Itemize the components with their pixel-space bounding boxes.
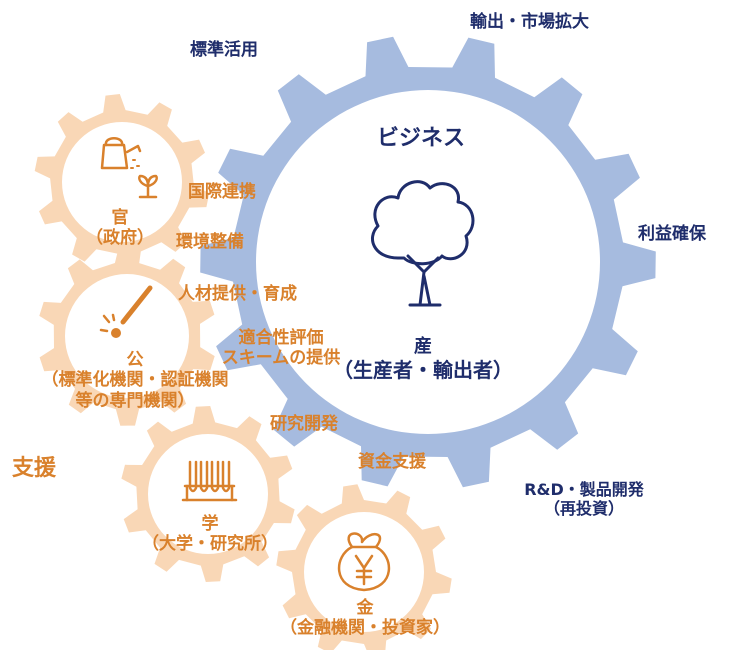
- tree-icon: [371, 180, 475, 307]
- gov-gear: [34, 94, 210, 270]
- producer-subtitle: （生産者・輸出者）: [333, 357, 513, 382]
- public-subtitle-2: 等の専門機関）: [75, 390, 195, 411]
- gov-label: 官 （政府）: [75, 208, 165, 249]
- standard-use-label: 標準活用: [190, 40, 258, 60]
- international-coop-label: 国際連携: [188, 182, 256, 202]
- conformity-label: 適合性評価 スキームの提供: [206, 328, 356, 369]
- export-label: 輸出・市場拡大: [470, 12, 589, 32]
- money-bag-icon: [337, 532, 391, 592]
- wand-icon: [99, 285, 153, 338]
- rd-subtitle: （再投資）: [543, 499, 624, 519]
- public-gear: [39, 246, 215, 426]
- gov-subtitle: （政府）: [86, 228, 154, 249]
- business-title: ビジネス: [377, 126, 466, 151]
- test-tubes-icon: [181, 460, 238, 502]
- finance-gear: [276, 484, 452, 650]
- conformity-title: 適合性評価: [238, 328, 324, 348]
- academia-label: 学 （大学・研究所）: [120, 514, 300, 555]
- human-resources-label: 人材提供・育成: [178, 284, 297, 304]
- public-title: 公: [126, 350, 144, 370]
- support-title: 支援: [12, 456, 57, 481]
- rd-label: R&D・製品開発 （再投資）: [494, 480, 674, 518]
- public-subtitle: （標準化機関・認証機関: [41, 370, 229, 391]
- finance-subtitle: （金融機関・投資家）: [280, 618, 450, 639]
- rd-title: R&D・製品開発: [524, 480, 644, 499]
- gears-layer: [34, 36, 656, 650]
- finance-label: 金 （金融機関・投資家）: [250, 598, 480, 639]
- funding-label: 資金支援: [358, 452, 426, 472]
- academia-subtitle: （大学・研究所）: [142, 534, 278, 555]
- producer-title: 産: [414, 336, 432, 357]
- research-label: 研究開発: [270, 414, 338, 434]
- finance-title: 金: [356, 598, 374, 618]
- public-label: 公 （標準化機関・認証機関 等の専門機関）: [0, 350, 270, 411]
- profit-label: 利益確保: [638, 224, 706, 244]
- watering-can-sprout-icon: [100, 137, 158, 199]
- producer-label: 産 （生産者・輸出者）: [318, 336, 528, 382]
- gov-title: 官: [111, 208, 129, 228]
- academia-title: 学: [201, 514, 219, 534]
- conformity-subtitle: スキームの提供: [221, 348, 341, 369]
- academia-gear: [121, 406, 295, 582]
- environment-label: 環境整備: [176, 232, 244, 252]
